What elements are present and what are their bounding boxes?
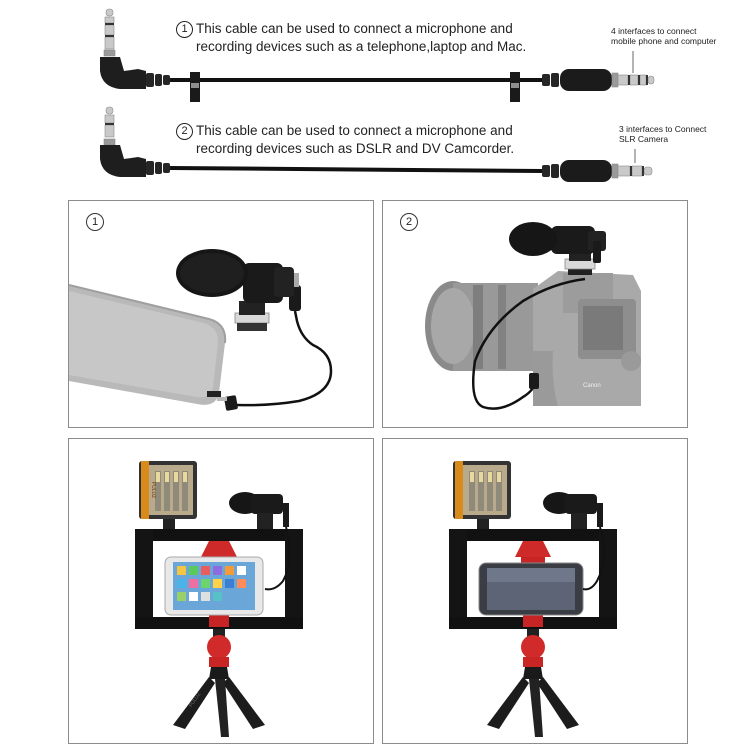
cable-1-note-line-1: 4 interfaces to connect [611,26,697,36]
panel-1-number: 1 [86,213,104,231]
number-badge: 1 [176,21,193,38]
rig-phone-home-photo [135,461,303,737]
cable-2-note: 3 interfaces to Connect SLR Camera [619,124,706,144]
cable-1-illustration [90,5,670,105]
panel-2-number: 2 [400,213,418,231]
cable-2-note-line-2: SLR Camera [619,134,669,144]
rig-phone-landscape-photo [449,461,617,737]
panel-rig-phone-landscape [382,438,688,744]
panel-phone-connection: 1 [68,200,374,428]
panel-camera-connection: 2 Canon [382,200,688,428]
camera-brand-label: Canon [583,383,601,389]
light-brand-label: PULUZ [150,481,157,499]
panel-rig-phone-home: PULUZ PULUZ [68,438,374,744]
cable-2-line-2: recording devices such as DSLR and DV Ca… [196,141,515,156]
cable-2-note-line-1: 3 interfaces to Connect [619,124,707,134]
cable-1-note: 4 interfaces to connect mobile phone and… [611,26,716,46]
cable-2-line-1: This cable can be used to connect a micr… [196,123,513,138]
camera-mic-photo [425,222,641,410]
cable-1-line-2: recording devices such as a telephone,la… [196,39,527,54]
phone-mic-photo [69,249,333,411]
cable-2-illustration [90,105,670,195]
cable-1-line-1: This cable can be used to connect a micr… [196,21,513,36]
cable-1-note-line-2: mobile phone and computer [611,36,717,46]
number-badge: 2 [176,123,193,140]
